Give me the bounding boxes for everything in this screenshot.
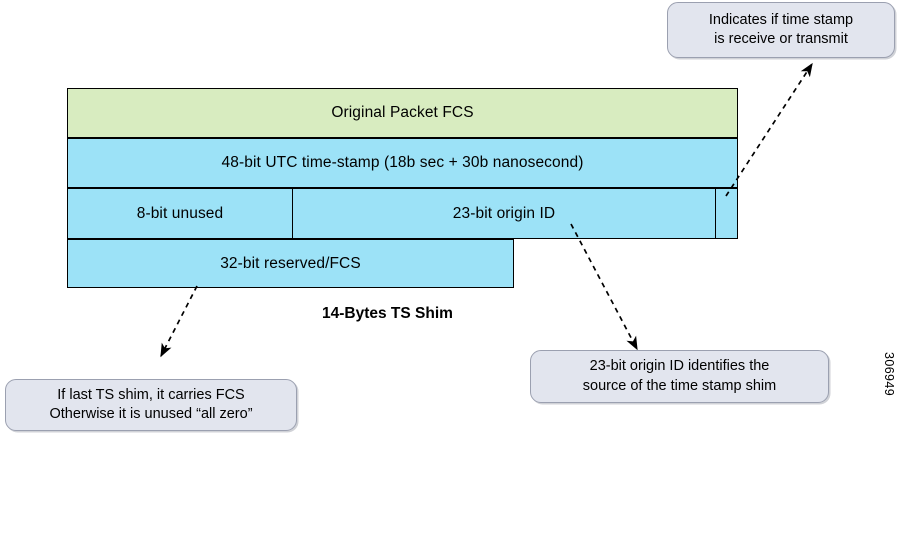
diagram-caption: 14-Bytes TS Shim (322, 305, 453, 323)
field-label: 48-bit UTC time-stamp (18b sec + 30b nan… (221, 154, 584, 172)
callout-line-2: Otherwise it is unused “all zero” (49, 406, 253, 422)
callout-line-2: source of the time stamp shim (582, 377, 777, 394)
field-8bit-unused: 8-bit unused (67, 188, 293, 239)
callout-line-1: 23-bit origin ID identifies the (589, 358, 770, 375)
direction-flag-callout: Indicates if time stamp is receive or tr… (667, 2, 895, 58)
field-label: Original Packet FCS (331, 104, 474, 122)
field-direction-flag (715, 188, 738, 239)
callout-line-2: is receive or transmit (714, 31, 848, 47)
reserved-fcs-callout: If last TS shim, it carries FCS Otherwis… (5, 379, 297, 431)
field-23bit-origin-id: 23-bit origin ID (292, 188, 716, 239)
arrow-reserved-fcs (160, 285, 198, 358)
field-32bit-reserved-fcs: 32-bit reserved/FCS (67, 239, 514, 288)
field-original-packet-fcs: Original Packet FCS (67, 88, 738, 138)
callout-line-1: Indicates if time stamp (708, 11, 854, 28)
field-label: 23-bit origin ID (452, 204, 556, 222)
arrow-direction-flag (725, 62, 813, 197)
origin-id-callout: 23-bit origin ID identifies the source o… (530, 350, 829, 403)
field-label: 32-bit reserved/FCS (220, 254, 361, 272)
caption-text: 14-Bytes TS Shim (322, 305, 453, 322)
arrow-origin-id (570, 223, 638, 351)
callout-line-1: If last TS shim, it carries FCS (57, 386, 245, 403)
figure-id-label: 306949 (882, 352, 896, 396)
field-label: 8-bit unused (136, 204, 224, 222)
figure-id-text: 306949 (882, 352, 896, 397)
field-utc-timestamp: 48-bit UTC time-stamp (18b sec + 30b nan… (67, 138, 738, 188)
